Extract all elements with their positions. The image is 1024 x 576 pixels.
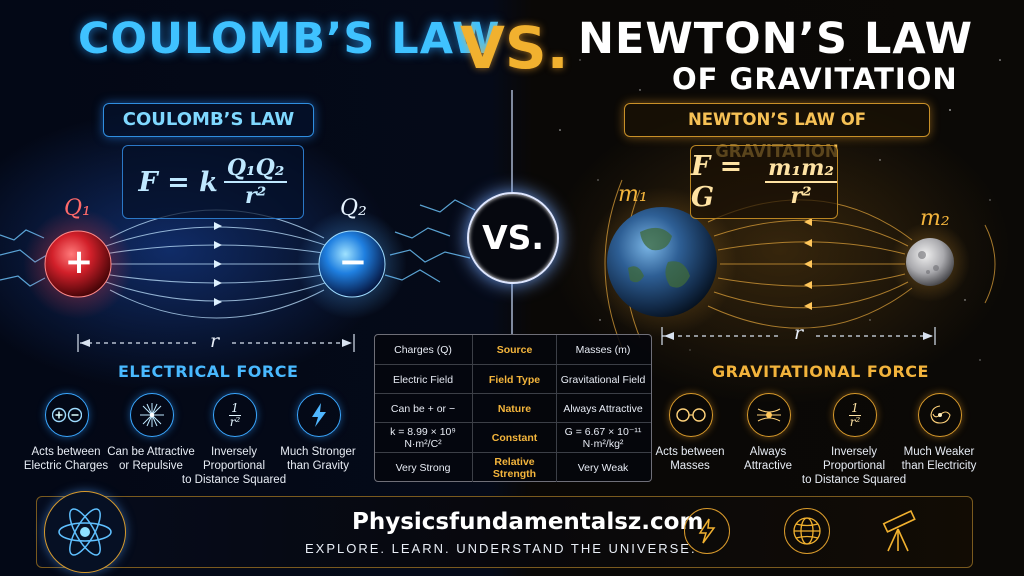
table-header-cell: Nature — [472, 394, 557, 423]
negative-charge — [318, 230, 386, 298]
inverse-num: 1 — [229, 400, 241, 416]
formula-numerator: m₁m₂ — [765, 155, 837, 183]
distance-lines — [80, 335, 935, 344]
site-name[interactable]: Physicsfundamentalsz.com — [352, 509, 704, 535]
inverse-num: 1 — [849, 400, 861, 416]
distance-r-left: r — [210, 330, 220, 352]
gravity-arrows — [804, 218, 812, 310]
lightning-icon — [297, 393, 341, 437]
table-row: Very Strong Relative Strength Very Weak — [375, 452, 651, 482]
tagline: EXPLORE. LEARN. UNDERSTAND THE UNIVERSE. — [305, 541, 697, 556]
inverse-square-icon: 1 r² — [213, 393, 257, 437]
field-arrows — [214, 222, 222, 306]
table-row: Can be + or − Nature Always Attractive — [375, 393, 651, 423]
table-cell: Very Strong — [395, 461, 451, 474]
atom-icon — [44, 491, 126, 573]
formula-denominator: r² — [245, 183, 267, 209]
radial-field-icon — [130, 393, 174, 437]
plus-symbol: + — [64, 242, 94, 282]
electrical-force-title: ELECTRICAL FORCE — [118, 362, 299, 381]
comparison-table: Charges (Q) Source Masses (m) Electric F… — [374, 334, 652, 482]
formula-lhs: F = k — [138, 166, 218, 198]
table-header-cell: Relative Strength — [472, 453, 557, 482]
globe-icon — [784, 508, 830, 554]
vs-badge: VS. — [467, 192, 559, 284]
positive-charge — [44, 230, 112, 298]
distance-r-right: r — [794, 322, 804, 344]
table-header-cell: Constant — [472, 423, 557, 453]
mass-m2-label: m₂ — [920, 206, 950, 231]
title-coulomb: COULOMB’S LAW — [78, 14, 501, 64]
coulomb-panel-title: COULOMB’S LAW — [103, 103, 314, 137]
formula-numerator: Q₁Q₂ — [223, 155, 288, 183]
formula-denominator: r² — [790, 183, 812, 209]
table-cell: Very Weak — [577, 461, 629, 474]
newton-panel-title: NEWTON’S LAW OF GRAVITATION — [624, 103, 930, 161]
table-cell: Can be + or − — [390, 402, 456, 415]
table-header-cell: Field Type — [472, 365, 557, 394]
title-newton-sub: OF GRAVITATION — [672, 62, 958, 96]
mass-m1-label: m₁ — [618, 182, 648, 207]
table-cell: Gravitational Field — [560, 373, 646, 386]
title-newton: NEWTON’S LAW — [578, 14, 974, 64]
inverse-den: r² — [229, 414, 241, 429]
lightning-icon — [684, 508, 730, 554]
gravitational-force-title: GRAVITATIONAL FORCE — [712, 362, 929, 381]
lightning-arcs — [0, 199, 476, 287]
plus-minus-icon — [45, 393, 89, 437]
table-cell: Always Attractive — [563, 402, 643, 415]
formula-lhs: F = G — [691, 151, 743, 213]
newton-formula: F = G m₁m₂ r² — [690, 145, 838, 219]
table-row: Electric Field Field Type Gravitational … — [375, 364, 651, 394]
inverse-square-icon: 1 r² — [833, 393, 877, 437]
galaxy-icon — [918, 393, 962, 437]
telescope-icon — [876, 505, 922, 555]
converging-field-icon — [747, 393, 791, 437]
table-cell: Charges (Q) — [394, 343, 452, 356]
earth-planet — [607, 207, 717, 317]
footer-banner — [36, 496, 973, 568]
moon — [906, 238, 954, 286]
minus-symbol: − — [338, 242, 368, 282]
charge-q1-label: Q₁ — [64, 196, 91, 221]
inverse-den: r² — [849, 414, 861, 429]
two-masses-icon — [669, 393, 713, 437]
table-row: Charges (Q) Source Masses (m) — [375, 335, 651, 364]
charge-q2-label: Q₂ — [340, 196, 367, 221]
table-header-cell: Source — [472, 335, 557, 364]
table-cell: Electric Field — [392, 373, 454, 386]
table-cell: Masses (m) — [575, 343, 631, 356]
coulomb-formula: F = k Q₁Q₂ r² — [122, 145, 304, 219]
title-vs: VS. — [460, 14, 569, 82]
